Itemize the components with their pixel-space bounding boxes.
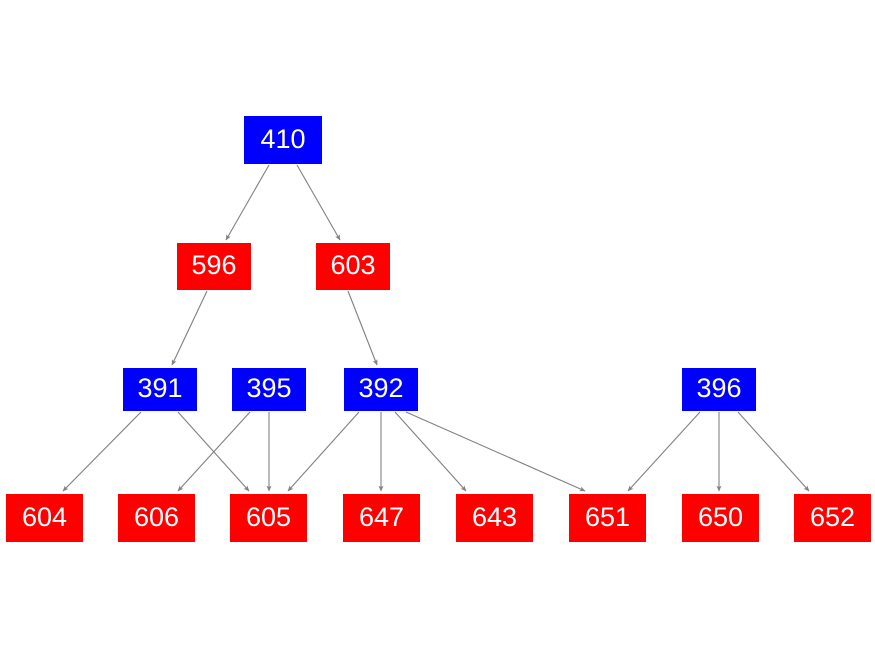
graph-node-label: 396 — [696, 373, 742, 403]
graph-edge-391-to-604 — [62, 411, 142, 492]
graph-node-652[interactable]: 652 — [794, 494, 871, 542]
graph-edge-395-to-606 — [177, 411, 251, 492]
graph-node-label: 652 — [809, 501, 856, 532]
graph-node-647[interactable]: 647 — [343, 494, 420, 542]
graph-node-651[interactable]: 651 — [569, 494, 646, 542]
graph-node-label: 651 — [584, 501, 631, 532]
graph-node-606[interactable]: 606 — [118, 494, 195, 542]
graph-node-604[interactable]: 604 — [6, 494, 83, 542]
graph-node-label: 391 — [137, 373, 183, 403]
graph-node-391[interactable]: 391 — [123, 368, 197, 411]
graph-edge-410-to-596 — [225, 164, 270, 241]
graph-node-label: 410 — [260, 123, 306, 154]
graph-node-label: 606 — [133, 501, 180, 532]
graph-node-643[interactable]: 643 — [456, 494, 533, 542]
graph-node-650[interactable]: 650 — [682, 494, 759, 542]
graph-node-395[interactable]: 395 — [232, 368, 306, 411]
graph-node-596[interactable]: 596 — [177, 243, 251, 290]
graph-node-410[interactable]: 410 — [244, 116, 322, 164]
graph-node-label: 392 — [358, 373, 404, 403]
graph-edge-392-to-605 — [287, 411, 360, 492]
graph-node-label: 395 — [246, 373, 292, 403]
graph-node-label: 643 — [471, 501, 518, 532]
graph-edge-396-to-652 — [737, 411, 810, 492]
graph-edge-392-to-651 — [405, 411, 586, 492]
graph-edge-596-to-391 — [171, 290, 208, 366]
graph-node-392[interactable]: 392 — [344, 368, 418, 411]
graph-node-label: 650 — [697, 501, 744, 532]
graph-node-label: 647 — [358, 501, 405, 532]
graph-node-603[interactable]: 603 — [316, 243, 390, 290]
graph-node-396[interactable]: 396 — [682, 368, 756, 411]
graph-node-605[interactable]: 605 — [230, 494, 307, 542]
graph-node-label: 596 — [191, 250, 237, 280]
graph-edge-392-to-643 — [394, 411, 467, 492]
graph-node-label: 603 — [330, 250, 376, 280]
graph-edge-603-to-392 — [347, 290, 378, 366]
graph-node-label: 605 — [245, 501, 292, 532]
graph-edge-396-to-651 — [627, 411, 701, 492]
graph-node-label: 604 — [21, 501, 68, 532]
graph-edge-410-to-603 — [296, 164, 341, 241]
